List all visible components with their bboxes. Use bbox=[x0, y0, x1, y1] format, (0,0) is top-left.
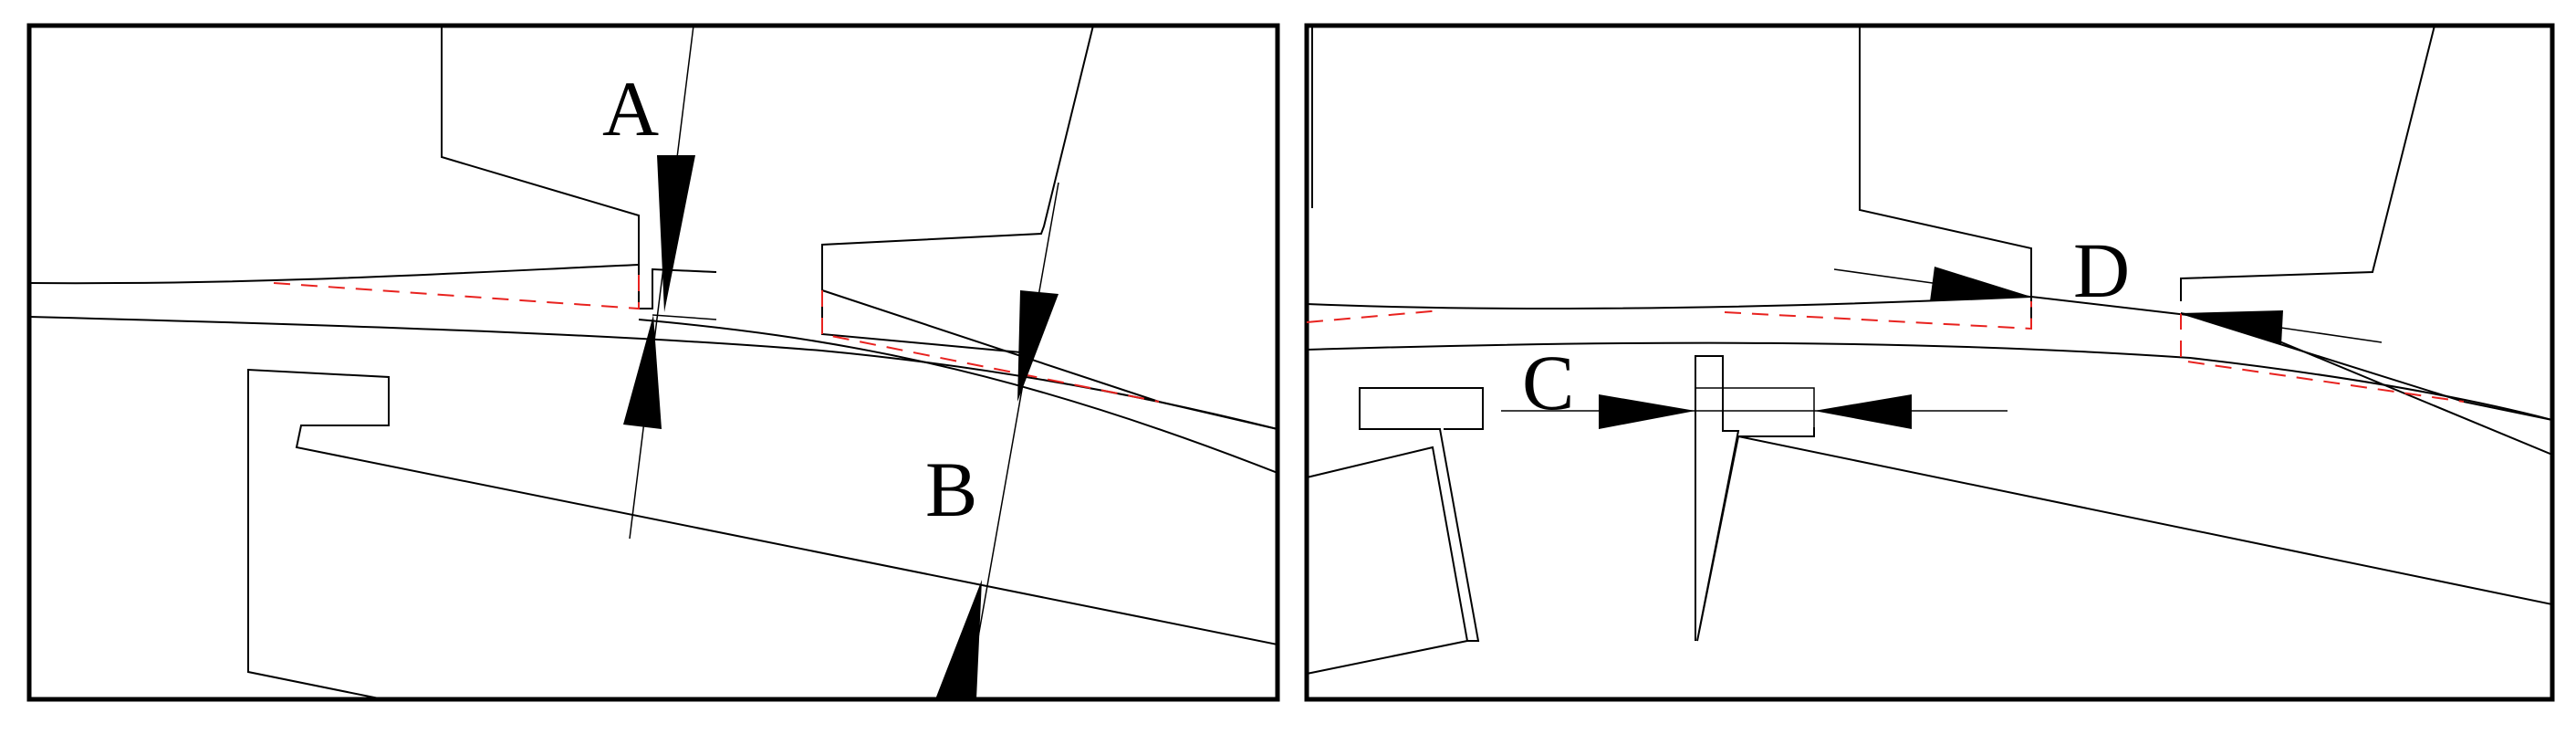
label-d: D bbox=[2073, 226, 2130, 314]
right-lower-left-part-bottom bbox=[1306, 640, 1468, 675]
right-upper-part-outline bbox=[1859, 26, 2032, 326]
left-upper-right-part-outline bbox=[821, 25, 1094, 354]
dimension-c-arrow-right bbox=[1814, 394, 1912, 429]
right-lower-left-part-outline bbox=[1306, 387, 1484, 642]
left-channel-lower-line-2 bbox=[638, 319, 1278, 474]
dimension-c-extension-1 bbox=[1695, 387, 1815, 436]
dimension-b-arrow-upper bbox=[1017, 290, 1059, 402]
right-lower-right-part-outline bbox=[1695, 355, 2553, 642]
dimension-c-arrow-left bbox=[1599, 394, 1695, 429]
left-panel-frame bbox=[26, 23, 1280, 702]
label-c: C bbox=[1522, 339, 1574, 426]
right-hidden-edge-2 bbox=[1724, 301, 2032, 330]
dimension-a-arrow-lower bbox=[623, 315, 662, 429]
right-upper-right-part-outline bbox=[2180, 25, 2435, 301]
right-hidden-edge-1 bbox=[1306, 309, 1443, 323]
right-channel-upper-line bbox=[1306, 295, 2553, 456]
right-panel-frame bbox=[1304, 23, 2555, 702]
dimension-d-arrow-right bbox=[2181, 310, 2283, 345]
right-hidden-edge-3 bbox=[2180, 313, 2465, 403]
dimension-a-line bbox=[629, 25, 694, 540]
left-hidden-edge-2 bbox=[821, 290, 1160, 403]
dimension-b-line bbox=[966, 182, 1059, 700]
right-channel-lower-line bbox=[1306, 341, 2553, 421]
dimension-b-arrow-lower bbox=[935, 580, 982, 699]
left-hidden-edge-1 bbox=[273, 265, 640, 310]
dimension-a-arrow-upper bbox=[657, 155, 695, 312]
left-panel: A B bbox=[26, 23, 1280, 702]
label-b: B bbox=[925, 446, 977, 533]
dimension-a-extension-2 bbox=[652, 314, 717, 320]
dimension-d-arrow-left bbox=[1930, 267, 2031, 301]
left-lower-part-outline bbox=[247, 368, 1278, 700]
dimension-a-extension-1 bbox=[652, 268, 717, 273]
left-channel-upper-line bbox=[28, 264, 640, 285]
right-panel: C D bbox=[1304, 23, 2555, 702]
label-a: A bbox=[602, 65, 659, 152]
